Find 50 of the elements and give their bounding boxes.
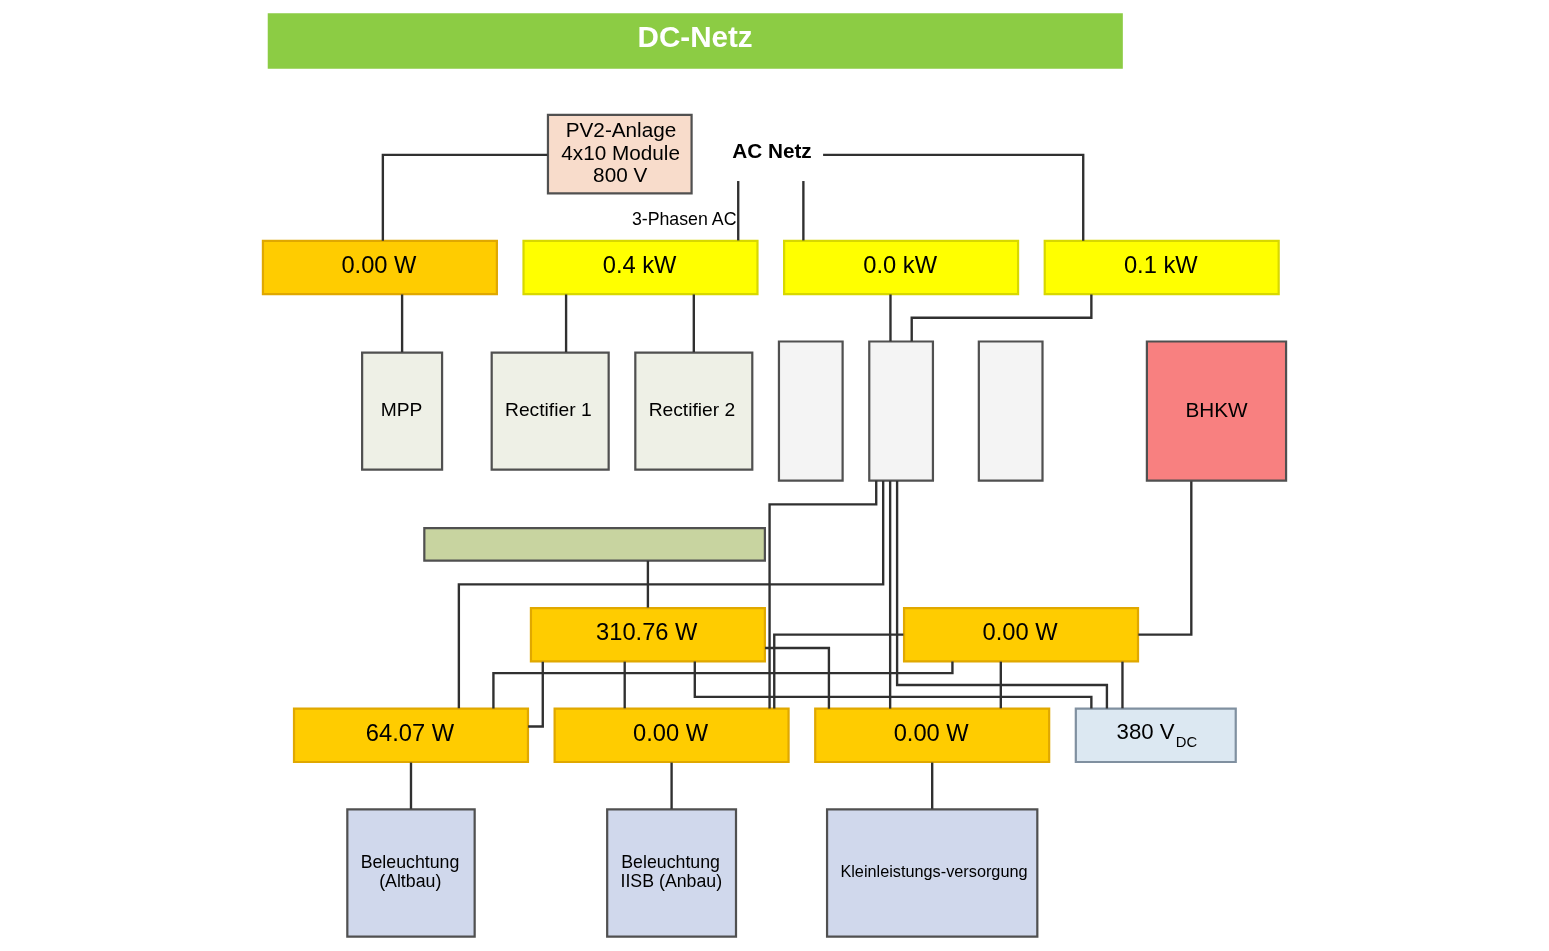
node-box: Beleuchtung (Altbau): [346, 808, 476, 938]
connector: [1138, 481, 1193, 636]
connector: [457, 481, 885, 709]
connector: [888, 481, 892, 709]
connector: [400, 294, 404, 353]
node-box: [977, 340, 1044, 482]
connector: [802, 181, 805, 241]
edge-label: 3-Phasen AC: [631, 208, 737, 229]
connector: [693, 661, 1093, 709]
connector: [692, 294, 695, 353]
connector: [528, 661, 544, 728]
connector: [765, 646, 831, 709]
node-box: 0.00 W: [902, 606, 1140, 663]
connector: [895, 480, 1109, 709]
node-box: 380 V$_{DC}$: [1074, 707, 1237, 764]
node-box: Rectifier 2: [634, 351, 754, 471]
connector: [381, 153, 548, 241]
node-box: [868, 340, 935, 482]
connector: [768, 480, 878, 709]
connector: [623, 661, 626, 709]
node-box: 64.07 W: [292, 707, 530, 764]
node-text: AC Netz: [732, 139, 812, 163]
node-box: DC-Netz: [267, 13, 1123, 69]
node-box: BHKW: [1145, 340, 1288, 482]
node-box: 0.0 kW: [783, 239, 1020, 296]
node-box: 0.1 kW: [1043, 239, 1280, 296]
node-bar: [423, 526, 766, 562]
node-box: 0.00 W: [553, 707, 790, 764]
connector: [1121, 661, 1124, 709]
connector: [564, 294, 568, 353]
node-box: 0.00 W: [261, 239, 498, 296]
node-box: Rectifier 1: [490, 351, 610, 471]
connector: [492, 661, 954, 709]
connector: [670, 762, 673, 809]
connector: [823, 153, 1085, 241]
node-box: 0.00 W: [814, 707, 1051, 764]
node-box: PV2-Anlage 4x10 Module 800 V: [546, 113, 693, 195]
node-box: 310.76 W: [529, 606, 766, 663]
connector: [409, 762, 413, 809]
connector: [773, 633, 904, 709]
node-box: [777, 340, 844, 482]
connector: [999, 661, 1002, 709]
node-box: 0.4 kW: [522, 239, 759, 296]
connector: [931, 762, 934, 809]
node-box: Beleuchtung IISB (Anbau): [606, 808, 738, 938]
connector: [646, 560, 650, 608]
connector: [737, 181, 740, 241]
connector: [889, 294, 892, 342]
node-box: MPP: [361, 351, 444, 471]
node-box: Kleinleistungs-versorgung: [825, 808, 1039, 938]
